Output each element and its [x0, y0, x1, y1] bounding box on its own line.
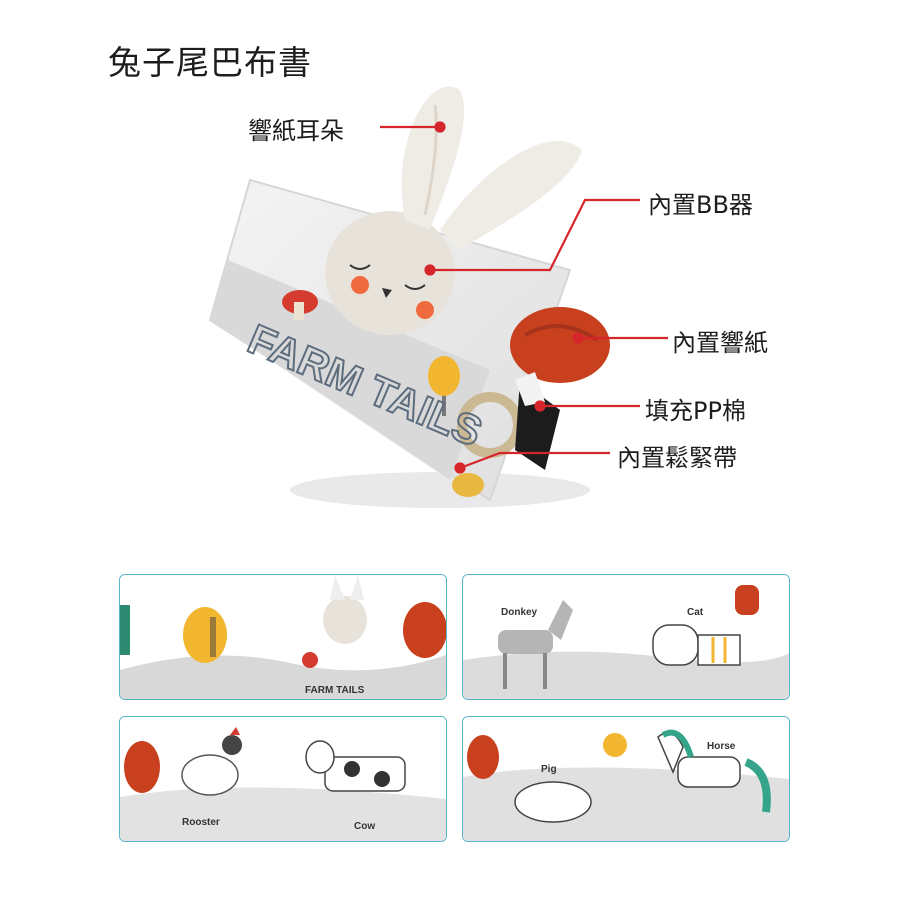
callout-squeaker: 內置BB器 — [648, 191, 753, 219]
thumb-label-cat: Cat — [687, 607, 704, 618]
thumb-label-pig: Pig — [541, 764, 557, 775]
thumb-label-cow: Cow — [354, 821, 375, 832]
thumb-label-horse: Horse — [707, 741, 736, 752]
callout-filling: 填充PP棉 — [645, 397, 746, 425]
thumb-label-farm-tails: FARM TAILS — [305, 685, 365, 696]
callout-crinkle: 內置響紙 — [672, 329, 768, 357]
thumbnail-cover-spread: FARM TAILS — [119, 574, 447, 700]
thumb-label-rooster: Rooster — [182, 817, 220, 828]
thumb-label-donkey: Donkey — [501, 607, 538, 618]
callout-ear: 響紙耳朵 — [248, 117, 344, 145]
thumbnail-rooster-cow: Rooster Cow — [119, 716, 447, 842]
thumbnail-pig-horse: Pig Horse — [462, 716, 790, 842]
page-title: 兔子尾巴布書 — [108, 43, 312, 82]
thumbnail-donkey-cat: Donkey Cat — [462, 574, 790, 700]
callout-elastic: 內置鬆緊帶 — [617, 444, 737, 472]
cloth-book-photo: FARM TAILS — [208, 86, 610, 508]
